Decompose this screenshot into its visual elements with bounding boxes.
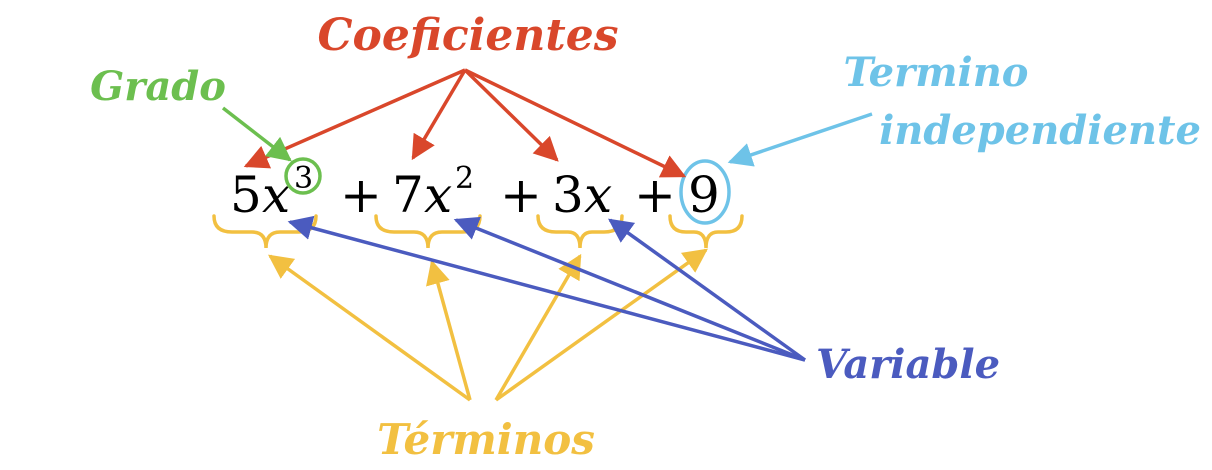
term4-constant: 9 bbox=[688, 166, 720, 224]
grado-arrow bbox=[221, 106, 292, 162]
termino-label-line2: independiente bbox=[879, 107, 1201, 154]
coeficientes-arrow-2 bbox=[411, 69, 467, 161]
terminos-arrow-3 bbox=[494, 253, 582, 401]
term2-variable: x bbox=[424, 166, 452, 224]
term3-coefficient: 3 bbox=[552, 166, 584, 224]
term4-brace bbox=[668, 214, 744, 249]
term2-coefficient: 7 bbox=[392, 166, 424, 224]
term1-exponent: 3 bbox=[294, 161, 313, 196]
term2-exponent: 2 bbox=[455, 161, 474, 196]
grado-label: Grado bbox=[90, 63, 226, 110]
plus-sign-2: + bbox=[500, 166, 542, 224]
termino-label-line1: Termino bbox=[844, 49, 1029, 96]
coeficientes-label: Coeficientes bbox=[318, 10, 619, 61]
terminos-arrows bbox=[268, 248, 708, 402]
variable-arrow-2 bbox=[453, 216, 806, 362]
termino-independiente-arrow bbox=[727, 112, 873, 167]
plus-sign-1: + bbox=[340, 166, 382, 224]
terminos-label: Términos bbox=[377, 415, 595, 464]
coeficientes-arrow-3 bbox=[463, 68, 559, 162]
variable-arrows bbox=[287, 215, 807, 362]
coeficientes-arrow-4 bbox=[464, 68, 687, 178]
termino-independiente-highlight-circle bbox=[679, 159, 731, 225]
terminos-arrow-2 bbox=[426, 259, 472, 401]
variable-arrow-3 bbox=[608, 218, 807, 362]
grado-highlight-circle bbox=[284, 157, 322, 195]
term3-variable: x bbox=[584, 166, 612, 224]
variable-arrow-1 bbox=[287, 215, 806, 362]
variable-label: Variable bbox=[816, 341, 1000, 388]
terminos-arrow-1 bbox=[268, 254, 472, 402]
term1-coefficient: 5 bbox=[230, 166, 262, 224]
terminos-arrow-4 bbox=[494, 248, 708, 402]
